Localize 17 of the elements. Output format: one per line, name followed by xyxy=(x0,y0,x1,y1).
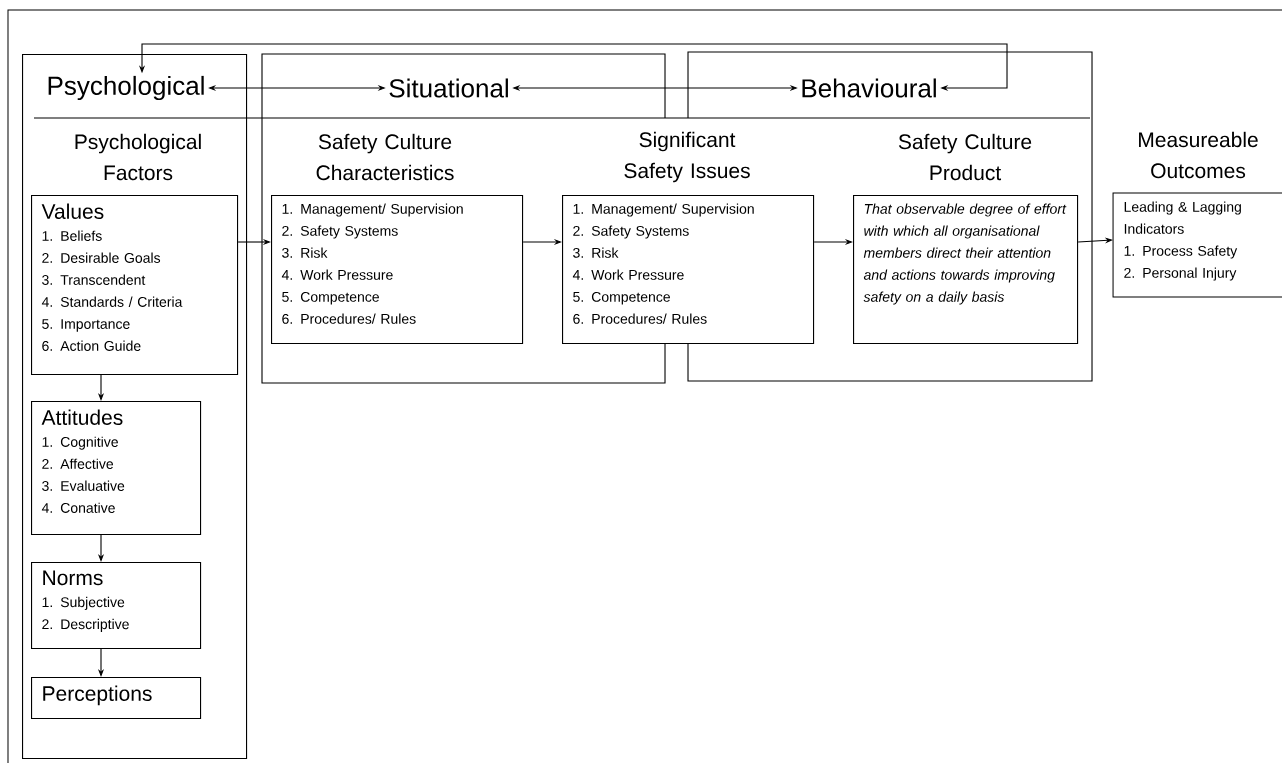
list-box: That observable degree of effort with which all organisational members direct their attention and actions towards improving safety on a daily basis xyxy=(853,195,1079,345)
column-heading: Behavioural xyxy=(802,78,936,98)
column-box xyxy=(22,54,248,760)
list-box: Attitudes 1. Cognitive 2. Affective 3. Evaluative 4. Conative xyxy=(31,401,202,536)
list-box: Norms 1. Subjective 2. Descriptive xyxy=(31,562,202,650)
column-subheading: Measureable Outcomes xyxy=(1139,131,1258,179)
column-heading: Situational xyxy=(389,78,508,98)
column-heading: Psychological xyxy=(48,75,204,101)
list-box: 1. Management/ Supervision 2. Safety Systems 3. Risk 4. Work Pressure 5. Competence 6. Procedures/ Rules xyxy=(271,195,524,345)
list-box: Leading & Lagging Indicators 1. Process Safety 2. Personal Injury xyxy=(1112,192,1282,298)
column-subheading: Safety Culture Product xyxy=(898,133,1032,181)
column-subheading: Safety Culture Characteristics xyxy=(316,133,454,181)
list-box: Perceptions xyxy=(31,677,202,720)
column-subheading: Significant Safety Issues xyxy=(624,131,750,183)
column-subheading: Psychological Factors xyxy=(75,133,201,181)
list-box: 1. Management/ Supervision 2. Safety Systems 3. Risk 4. Work Pressure 5. Competence 6. Procedures/ Rules xyxy=(562,195,815,345)
list-box: Values 1. Beliefs 2. Desirable Goals 3. Transcendent 4. Standards / Criteria 5. Importance 6. Action Guide xyxy=(31,195,239,376)
